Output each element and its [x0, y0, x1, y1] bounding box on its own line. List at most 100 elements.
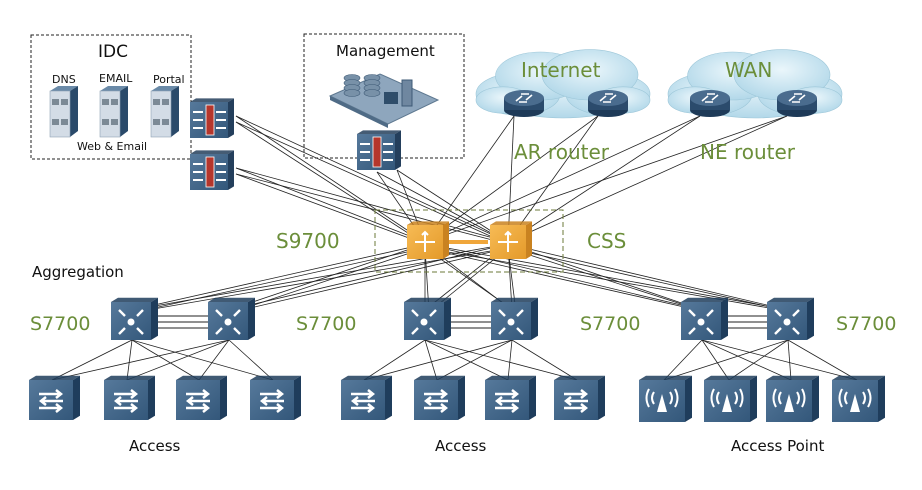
aggregation-switch-icon — [767, 297, 814, 340]
link-line — [424, 115, 788, 243]
link-line — [424, 115, 701, 243]
agg-label-mid: S7700 — [296, 313, 357, 335]
link-line — [424, 247, 793, 313]
link-line — [131, 243, 426, 311]
link-line — [131, 339, 274, 381]
link-line — [235, 167, 509, 243]
link-line — [787, 339, 792, 381]
idc-caption: Web & Email — [77, 140, 148, 153]
link-line — [511, 339, 578, 381]
access-label-left: Access — [129, 437, 181, 455]
email-label: EMAIL — [99, 72, 133, 85]
link-line — [424, 247, 707, 313]
agg-label-mid2: S7700 — [580, 313, 641, 335]
router-icon — [777, 90, 817, 117]
aggregation-switch-icon — [491, 297, 538, 340]
css-label: CSS — [587, 229, 627, 253]
link-line — [507, 115, 788, 243]
link-line — [376, 171, 509, 243]
link-line — [424, 243, 789, 311]
core-switch-icon — [490, 221, 532, 259]
link-line — [363, 339, 426, 381]
wireless-ap-icon — [639, 375, 692, 422]
access-switch-icon — [554, 375, 605, 420]
idc-group-box — [30, 34, 192, 160]
router-icon — [588, 90, 628, 117]
internet-label: Internet — [521, 58, 601, 82]
management-group-box — [303, 33, 465, 159]
access-switch-icon — [414, 375, 465, 420]
link-line — [701, 339, 730, 381]
link-line — [507, 247, 793, 313]
management-station-icon — [328, 73, 440, 128]
link-line — [701, 339, 792, 381]
aggregation-title: Aggregation — [32, 263, 124, 281]
server-icon — [99, 86, 128, 138]
access-switch-icon — [29, 375, 80, 420]
link-line — [228, 243, 426, 311]
core-switch-icon — [407, 221, 449, 259]
wireless-ap-icon — [832, 375, 885, 422]
link-line — [131, 339, 200, 381]
link-line — [135, 247, 426, 313]
link-line — [235, 167, 426, 243]
portal-label: Portal — [153, 73, 185, 86]
link-line — [787, 339, 858, 381]
firewall-icon — [190, 98, 234, 138]
link-line — [126, 339, 230, 381]
core-label: S9700 — [276, 229, 340, 253]
access-switch-icon — [104, 375, 155, 420]
aggregation-switch-icon — [208, 297, 255, 340]
link-line — [51, 339, 230, 381]
link-line — [235, 173, 426, 245]
link-line — [507, 115, 701, 243]
link-line — [424, 339, 578, 381]
link-line — [198, 339, 230, 381]
link-line — [701, 339, 858, 381]
link-line — [363, 339, 513, 381]
server-icon — [150, 86, 179, 138]
link-line — [235, 121, 509, 245]
link-line — [235, 173, 509, 245]
aggregation-switch-icon — [681, 297, 728, 340]
access-label-mid: Access — [435, 437, 487, 455]
access-switch-icon — [250, 375, 301, 420]
agg-label-right: S7700 — [836, 313, 897, 335]
ne-router-label: NE router — [700, 140, 796, 164]
link-line — [126, 339, 133, 381]
server-icon — [49, 86, 78, 138]
link-line — [396, 169, 509, 243]
link-line — [235, 115, 509, 243]
link-line — [507, 115, 599, 243]
wan-label: WAN — [725, 58, 773, 82]
link-line — [728, 339, 789, 381]
ar-router-label: AR router — [514, 140, 609, 164]
wireless-ap-icon — [766, 375, 819, 422]
link-line — [228, 243, 509, 311]
access-label-right: Access Point — [731, 437, 825, 455]
link-line — [663, 339, 703, 381]
link-line — [663, 339, 789, 381]
link-line — [51, 339, 133, 381]
link-line — [424, 115, 599, 243]
access-switch-icon — [341, 375, 392, 420]
link-line — [424, 243, 703, 311]
link-line — [228, 339, 274, 381]
dns-label: DNS — [52, 73, 76, 86]
link-line — [232, 247, 509, 313]
link-line — [424, 339, 509, 381]
css-group-box — [374, 209, 564, 273]
link-line — [424, 339, 438, 381]
access-switch-icon — [176, 375, 227, 420]
management-title: Management — [336, 42, 435, 60]
aggregation-switch-icon — [404, 297, 451, 340]
aggregation-switch-icon — [111, 297, 158, 340]
link-line — [235, 121, 426, 245]
wireless-ap-icon — [704, 375, 757, 422]
link-line — [424, 115, 515, 243]
router-icon — [504, 90, 544, 117]
firewall-icon — [190, 150, 234, 190]
link-line — [235, 115, 426, 243]
